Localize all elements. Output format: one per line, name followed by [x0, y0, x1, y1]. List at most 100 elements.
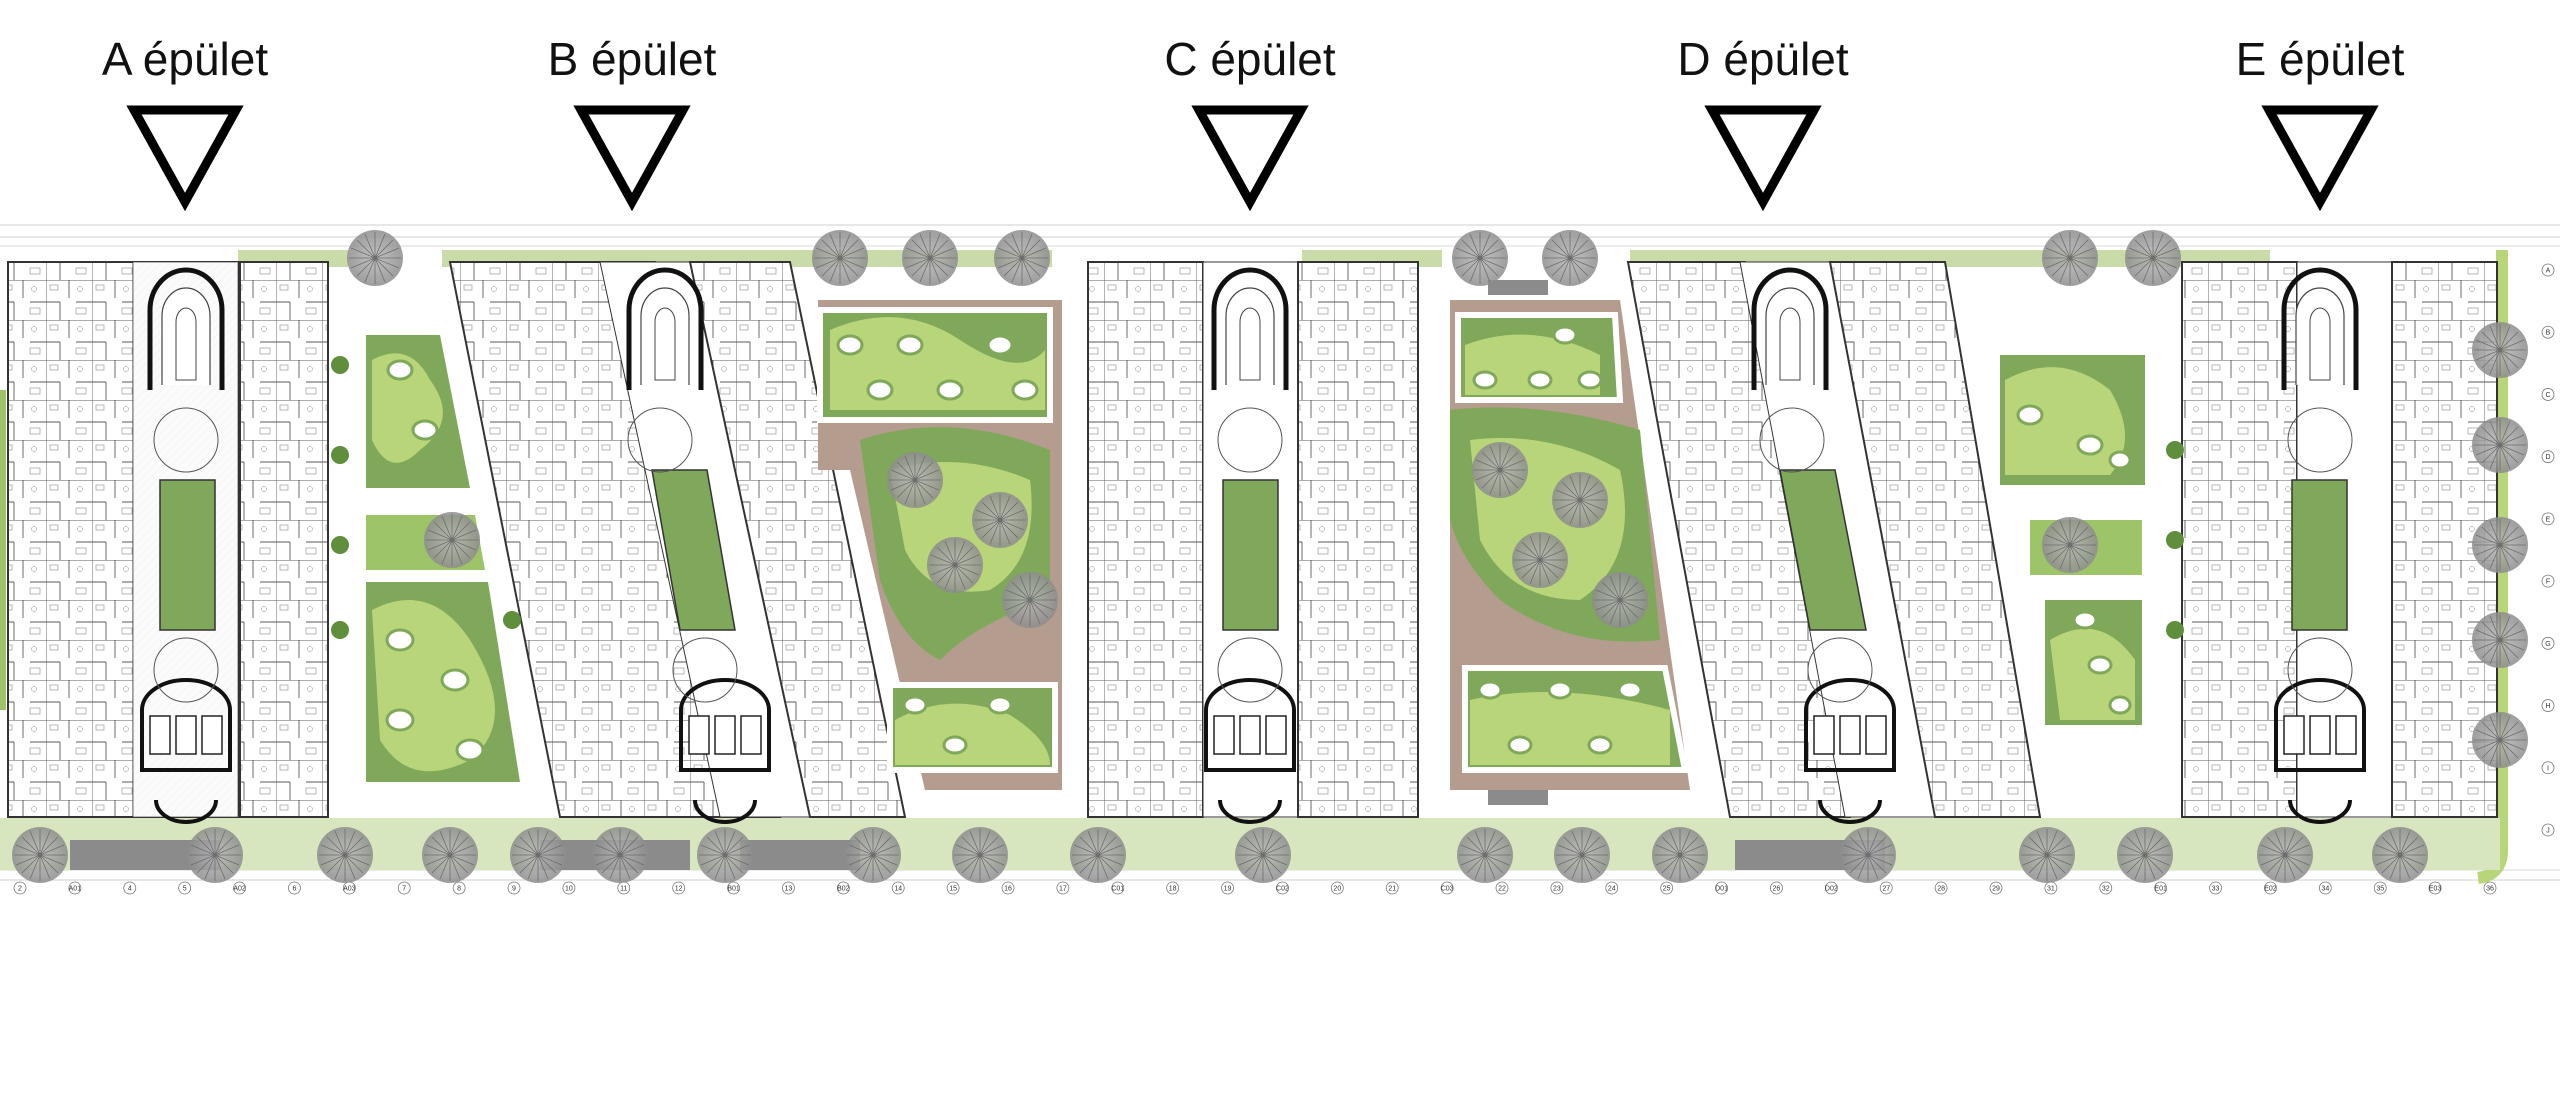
axis-label: 10 — [565, 886, 573, 893]
row-label: G — [2545, 641, 2550, 648]
garden-ab-3 — [366, 582, 520, 782]
axis-bubble — [2264, 881, 2277, 895]
axis-bubble — [2099, 881, 2113, 895]
axis-bubble — [1166, 881, 1180, 895]
axis-label: 31 — [2047, 886, 2055, 893]
triangle-marker-icon — [1704, 105, 1822, 212]
row-label: J — [2546, 828, 2550, 835]
axis-bubble — [2154, 881, 2168, 895]
axis-bubble — [946, 881, 960, 895]
axis-label: 5 — [183, 886, 187, 893]
axis-label: 22 — [1498, 886, 1506, 893]
axis-bubble — [1934, 881, 1948, 895]
row-bubble — [2541, 574, 2555, 588]
axis-label: 35 — [2376, 886, 2384, 893]
axis-bubble — [1276, 881, 1289, 895]
axis-label: 26 — [1773, 886, 1781, 893]
building-b-plan — [448, 261, 907, 824]
axis-label: 25 — [1663, 886, 1671, 893]
axis-label: 23 — [1553, 886, 1561, 893]
axis-bubble — [178, 881, 192, 895]
axis-label: B02 — [837, 886, 850, 893]
axis-label: 15 — [949, 886, 957, 893]
axis-label: D01 — [1715, 886, 1728, 893]
axis-bubble — [1221, 881, 1234, 895]
axis-bubble — [672, 881, 686, 895]
axis-label: 14 — [894, 886, 902, 893]
axis-label: E03 — [2429, 886, 2442, 893]
axis-label: E02 — [2264, 886, 2277, 893]
axis-bubble — [1385, 881, 1399, 895]
axis-label: 36 — [2486, 886, 2494, 893]
axis-label: C01 — [1111, 886, 1124, 893]
building-a-plan — [7, 261, 329, 824]
row-label: D — [2545, 454, 2550, 461]
axis-bubble — [2373, 881, 2387, 895]
axis-label: 2 — [18, 886, 22, 893]
axis-bubble — [727, 881, 740, 895]
axis-bubble — [342, 881, 356, 895]
axis-label: 21 — [1388, 886, 1396, 893]
axis-bubble — [1879, 881, 1893, 895]
axis-bubble — [13, 881, 27, 895]
row-bubble — [2541, 636, 2555, 650]
axis-bubble — [1660, 881, 1674, 895]
building-label-b: B épület — [548, 33, 717, 85]
axis-label: A01 — [69, 886, 82, 893]
axis-label: 12 — [675, 886, 683, 893]
axis-label: A02 — [233, 886, 246, 893]
axis-bubble — [1330, 881, 1344, 895]
building-label-c: C épület — [1164, 33, 1336, 85]
row-label: A — [2546, 268, 2551, 275]
axis-bubble — [123, 881, 137, 895]
axis-bubble — [836, 881, 850, 895]
axis-label: E01 — [2154, 886, 2167, 893]
row-label: E — [2546, 516, 2551, 523]
row-bubble — [2541, 450, 2555, 464]
garden-ab-2 — [366, 511, 485, 570]
axis-label: 24 — [1608, 886, 1616, 893]
row-bubble — [2541, 699, 2555, 712]
building-c-plan — [1087, 261, 1419, 824]
garden-de-1 — [2000, 355, 2145, 485]
garden-bc-park — [817, 300, 1062, 790]
axis-label: 7 — [402, 886, 406, 893]
axis-bubble — [782, 881, 795, 895]
axis-label: 13 — [785, 886, 793, 893]
building-d-plan — [1626, 261, 2042, 824]
axis-bubble — [1605, 881, 1619, 895]
axis-label: C03 — [1441, 886, 1454, 893]
axis-label: 18 — [1169, 886, 1177, 893]
axis-label: 32 — [2102, 886, 2110, 893]
axis-label: D02 — [1825, 886, 1838, 893]
axis-label: 29 — [1992, 886, 2000, 893]
axis-label: 8 — [457, 886, 461, 893]
axis-bubble — [2044, 881, 2058, 895]
axis-bubble — [1989, 881, 2003, 895]
row-bubble — [2541, 388, 2555, 401]
row-label: H — [2545, 703, 2550, 710]
row-bubble — [2541, 512, 2555, 526]
axis-bubble — [1440, 881, 1454, 895]
section-markers — [126, 105, 2379, 212]
axis-bubble — [2209, 881, 2222, 895]
axis-label: 33 — [2212, 886, 2220, 893]
axis-label: 6 — [292, 886, 296, 893]
building-label-a: A épület — [102, 33, 268, 85]
axis-label: 34 — [2321, 886, 2329, 893]
building-label-e: E épület — [2236, 33, 2405, 85]
triangle-marker-icon — [2261, 105, 2379, 212]
axis-label: A03 — [343, 886, 356, 893]
axis-bubble — [1550, 881, 1564, 895]
building-e-plan — [2181, 261, 2498, 824]
triangle-marker-icon — [573, 105, 691, 212]
axis-bubble — [617, 881, 631, 895]
axis-bubble — [68, 881, 82, 895]
axis-bubble — [507, 881, 521, 895]
row-bubble — [2541, 263, 2555, 277]
garden-de-2 — [2030, 516, 2142, 575]
axis-bubble — [1056, 881, 1070, 895]
